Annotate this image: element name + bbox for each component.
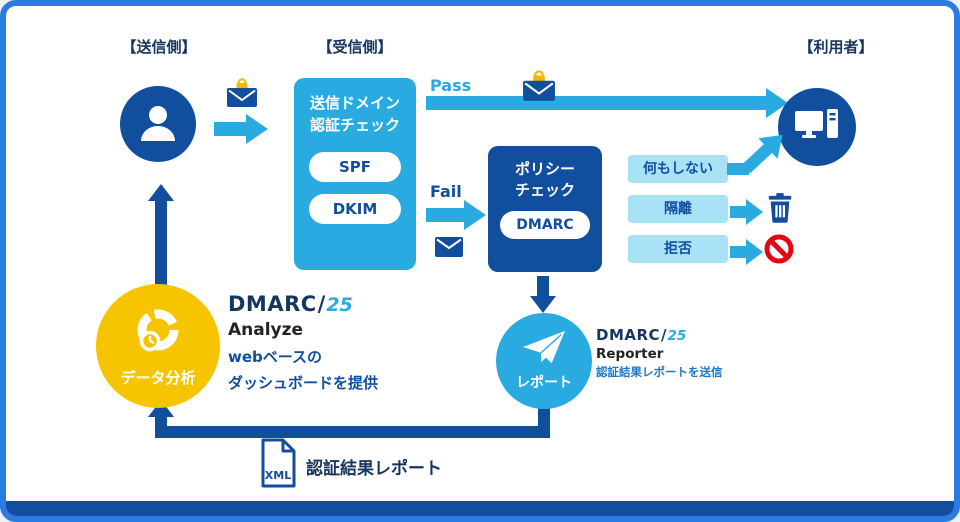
pass-label: Pass bbox=[430, 76, 472, 95]
analysis-to-sender-arrow bbox=[148, 184, 176, 288]
pass-arrow bbox=[426, 88, 788, 118]
logo-suffix: 25 bbox=[667, 328, 687, 344]
paper-plane-icon bbox=[523, 330, 565, 370]
arrow-head bbox=[746, 239, 763, 265]
data-analysis-circle: データ分析 bbox=[96, 284, 220, 408]
arrow-shaft bbox=[426, 208, 464, 222]
outcome-quarantine: 隔離 bbox=[628, 195, 728, 223]
prohibition-icon bbox=[764, 234, 794, 268]
dmarc-pill: DMARC bbox=[500, 211, 590, 239]
quarantine-arrow bbox=[730, 198, 766, 226]
mail-lock-icon bbox=[226, 78, 258, 112]
xml-doc-icon: XML bbox=[258, 438, 298, 492]
reporter-desc: 認証結果レポートを送信 bbox=[596, 365, 723, 379]
mail-icon bbox=[434, 236, 464, 262]
reporter-product-label: Reporter bbox=[596, 346, 664, 362]
receiver-label: 【受信側】 bbox=[317, 38, 393, 56]
sender-person-circle bbox=[120, 86, 196, 162]
user-circle bbox=[778, 88, 856, 166]
spf-pill: SPF bbox=[309, 152, 401, 182]
analyze-product-label: Analyze bbox=[228, 320, 304, 340]
fail-label: Fail bbox=[430, 182, 462, 201]
dmarc25-logo-analyze: DMARC / 25 bbox=[228, 292, 353, 316]
logo-suffix: 25 bbox=[326, 294, 353, 316]
outcome-none: 何もしない bbox=[628, 155, 728, 183]
dkim-pill: DKIM bbox=[309, 194, 401, 224]
outcome-reject: 拒否 bbox=[628, 235, 728, 263]
bottom-bar bbox=[6, 501, 954, 516]
donut-chart-icon bbox=[130, 305, 186, 365]
user-label: 【利用者】 bbox=[798, 38, 874, 56]
computer-icon bbox=[794, 106, 840, 148]
report-arrow-segment-horizontal bbox=[155, 426, 550, 438]
auth-check-box: 送信ドメイン 認証チェック SPF DKIM bbox=[294, 78, 416, 270]
logo-slash: / bbox=[661, 326, 667, 344]
report-arrow-segment-up bbox=[155, 414, 167, 430]
arrow-head bbox=[530, 296, 556, 313]
logo-slash: / bbox=[317, 292, 326, 316]
analyze-desc-line1: webベースの bbox=[228, 348, 323, 366]
arrow-shaft bbox=[730, 246, 746, 258]
logo-brand: DMARC bbox=[228, 292, 317, 316]
xml-doc-label: XML bbox=[265, 469, 291, 482]
auth-check-title-line1: 送信ドメイン bbox=[309, 94, 400, 112]
dmarc25-logo-reporter: DMARC / 25 bbox=[596, 326, 686, 344]
analyze-desc-line2: ダッシュボードを提供 bbox=[228, 374, 379, 392]
logo-brand: DMARC bbox=[596, 326, 661, 344]
data-analysis-label: データ分析 bbox=[120, 368, 196, 387]
arrow-shaft bbox=[214, 122, 246, 136]
policy-check-box: ポリシー チェック DMARC bbox=[488, 146, 602, 272]
report-circle: レポート bbox=[496, 313, 592, 409]
arrow-head bbox=[246, 114, 268, 144]
xml-report-label: 認証結果レポート bbox=[306, 459, 442, 479]
policy-to-report-arrow bbox=[530, 276, 558, 314]
arrow-head bbox=[746, 199, 763, 225]
sender-to-auth-arrow bbox=[214, 112, 270, 144]
arrow-shaft bbox=[155, 199, 167, 285]
fail-arrow bbox=[426, 200, 488, 230]
arrow-shaft bbox=[730, 206, 746, 218]
trash-icon bbox=[766, 192, 794, 228]
arrow-shaft bbox=[537, 276, 549, 298]
person-icon bbox=[136, 100, 180, 148]
report-label: レポート bbox=[516, 375, 572, 391]
sender-label: 【送信側】 bbox=[121, 38, 197, 56]
arrow-head bbox=[464, 200, 486, 230]
policy-title-line2: チェック bbox=[514, 181, 575, 199]
arrow-head bbox=[148, 184, 174, 201]
auth-check-title-line2: 認証チェック bbox=[309, 116, 400, 134]
policy-title-line1: ポリシー bbox=[514, 160, 575, 178]
arrow-shaft bbox=[426, 96, 766, 110]
mail-lock-icon bbox=[522, 70, 556, 106]
reject-arrow bbox=[730, 238, 766, 266]
